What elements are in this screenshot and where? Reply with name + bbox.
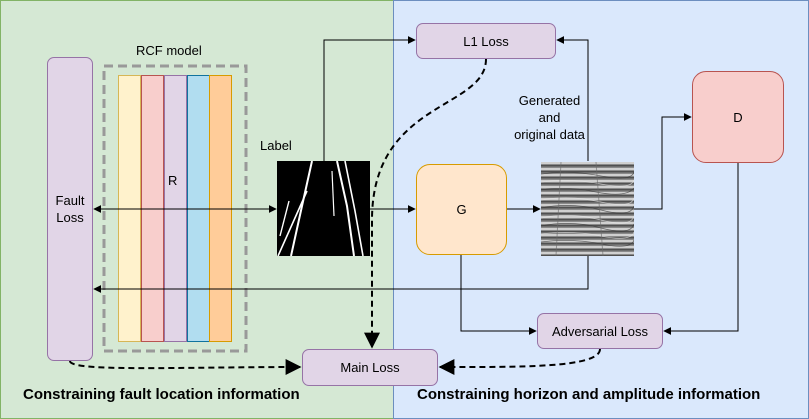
discriminator-to-adversarial-loss-arrow: [663, 163, 739, 335]
l1-loss-to-main-loss-arrow: [364, 58, 487, 349]
fault-location-caption: Constraining fault location information: [23, 386, 300, 403]
data-to-discriminator-arrow: [634, 113, 692, 210]
generated-data-label: Generated and original data: [514, 93, 585, 142]
generator-to-adversarial-loss-arrow: [460, 255, 537, 335]
l1-loss-box: L1 Loss: [416, 23, 556, 59]
label-to-l1-loss-arrow: [323, 36, 416, 161]
data-to-l1-loss-arrow: [556, 36, 589, 161]
rcf-inner-label: R: [168, 173, 178, 188]
generator-box: G: [416, 164, 507, 255]
main-loss-box: Main Loss: [302, 349, 438, 386]
seismic-data-image: [541, 162, 634, 256]
fault-loss-box: Fault Loss: [47, 57, 93, 361]
adversarial-loss-to-main-loss-arrow: [438, 348, 601, 376]
discriminator-box: D: [692, 71, 784, 163]
horizon-amplitude-caption: Constraining horizon and amplitude infor…: [417, 386, 761, 403]
fault-loss-to-main-loss-arrow: [69, 359, 302, 376]
data-to-fault-loss-arrow: [93, 256, 589, 293]
label-text: Label: [260, 138, 292, 153]
adversarial-loss-box: Adversarial Loss: [537, 313, 663, 349]
rcf-model-label: RCF model: [136, 43, 202, 58]
fault-label-image: [277, 161, 370, 256]
